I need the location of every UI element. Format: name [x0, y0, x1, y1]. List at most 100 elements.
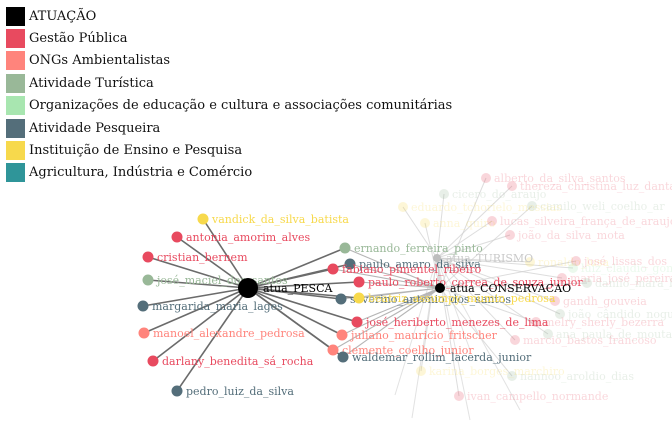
faded-node-label: cicero_do_araujo [452, 188, 547, 201]
legend-item: Gestão Pública [6, 27, 452, 49]
node-label: vandick_da_silva_batista [211, 213, 349, 226]
faded-node-dot [525, 257, 535, 267]
faded-node[interactable]: anna_quiro [420, 217, 496, 230]
node-label: clemente_coelho_junior [342, 344, 474, 357]
faded-node-dot [505, 230, 515, 240]
faded-node-label: eduardo_tchorielo_messias [411, 201, 562, 214]
node-dot [142, 274, 154, 286]
graph-node[interactable]: antonia_amorim_alves [171, 231, 311, 244]
faded-node[interactable]: luiz_claudio_gon [568, 262, 672, 275]
faded-node[interactable]: nannoo_aroldio_dias [507, 370, 634, 383]
graph-node[interactable]: pedro_luiz_da_silva [171, 385, 295, 398]
faded-edge [394, 257, 438, 396]
node-label: manoel_alexandre_pedrosa [153, 327, 305, 340]
node-label: ernando_ferreira_pinto [354, 242, 483, 255]
faded-node[interactable]: ronaldo_lusa [525, 256, 609, 269]
hub-node[interactable]: atua_PESCA [238, 278, 334, 298]
faded-node[interactable]: cicero_do_araujo [439, 188, 547, 201]
edge [247, 287, 343, 336]
faded-edge [436, 257, 471, 351]
legend-item: Organizações de educação e cultura e ass… [6, 95, 452, 117]
graph-node[interactable]: juliano_mauricio_fritscher [336, 329, 498, 342]
graph-node[interactable]: josé_heriberto_menezes_de_lima [351, 316, 549, 329]
faded-edge [436, 234, 511, 259]
faded-node-label: maria_josé_pereira_de [570, 272, 672, 285]
graph-node[interactable]: margarida_maria_lages [137, 300, 284, 313]
faded-node-label: karina_borges_marchiro [429, 365, 565, 378]
faded-edge [436, 257, 441, 289]
graph-node[interactable]: severino_antonio_dos_santos [335, 293, 512, 306]
faded-node-dot [416, 366, 426, 376]
faded-node[interactable]: ivan_campello_normande [454, 390, 608, 403]
faded-node-dot [527, 201, 537, 211]
faded-node-label: danilo_mara_bezerra [595, 277, 672, 290]
faded-node-label: lucas_silveira_frança_de_araujo [500, 215, 672, 228]
faded-edge [436, 257, 561, 315]
faded-node[interactable]: gandh_gouveia [550, 295, 647, 308]
hub-node[interactable]: atua_CONSERVACAO [435, 282, 571, 295]
edge [143, 287, 249, 334]
faded-edge [436, 257, 549, 335]
faded-node[interactable]: eduardo_tchorielo_messias [398, 201, 562, 214]
graph-node[interactable]: ernando_ferreira_pinto [339, 242, 484, 255]
faded-node[interactable]: marcio_bastos_francoso [510, 334, 657, 347]
faded-node-dot [398, 202, 408, 212]
faded-node-dot [543, 329, 553, 339]
graph-node[interactable]: beatriz_assumpy_mumin_pedrosa [353, 292, 556, 305]
faded-node[interactable]: joão_da_silva_mota [505, 229, 625, 242]
legend-swatch [6, 141, 25, 161]
faded-node-dot [555, 309, 565, 319]
legend-label: ATUAÇÃO [29, 8, 97, 24]
faded-node-label: joão_cândido_nogueira [566, 308, 672, 321]
edge [344, 247, 441, 289]
faded-edge [436, 193, 445, 259]
hub-node[interactable]: atua_TURISMO [433, 252, 533, 265]
edge [358, 281, 441, 289]
node-dot [353, 292, 365, 304]
faded-node-label: anna_quiro [433, 217, 496, 230]
graph-node[interactable]: vandick_da_silva_batista [197, 213, 350, 226]
node-dot [336, 329, 348, 341]
faded-node[interactable]: lucas_silveira_frança_de_araujo [487, 215, 672, 228]
node-dot [171, 231, 183, 243]
faded-node-dot [439, 189, 449, 199]
faded-node[interactable]: ana_paula_de_mouta_sa [543, 328, 672, 341]
faded-node[interactable]: camilo_weli_coelho_ar [527, 200, 665, 213]
edge [332, 268, 441, 289]
faded-node[interactable]: josé_lissas_dos [571, 255, 667, 268]
faded-node-label: camilo_weli_coelho_ar [540, 200, 665, 213]
faded-node[interactable]: thereza_christina_luz_dantas [507, 180, 672, 193]
edge [342, 287, 441, 358]
legend-swatch [6, 6, 25, 26]
graph-node[interactable]: paulo_amaro_da_silva [344, 258, 482, 271]
faded-node[interactable]: maria_josé_pereira_de [557, 272, 672, 285]
legend-item: Instituição de Ensino e Pesquisa [6, 139, 452, 161]
hub-label: atua_CONSERVACAO [450, 282, 571, 295]
faded-node[interactable]: alberto_da_silva_santos [481, 172, 626, 185]
edge [147, 279, 249, 289]
faded-edge [436, 220, 493, 259]
faded-node-label: ana_paula_de_mouta_sa [556, 328, 672, 341]
graph-node[interactable]: darlany_benedita_sá_rocha [147, 355, 314, 368]
graph-node[interactable]: clemente_coelho_junior [327, 344, 475, 357]
node-dot [142, 251, 154, 263]
legend-swatch [6, 118, 25, 138]
faded-edge [436, 257, 556, 302]
faded-node[interactable]: karina_borges_marchiro [416, 365, 565, 378]
graph-node[interactable]: waldemar_rollim_lacerda_junior [337, 351, 532, 364]
faded-edge [439, 287, 513, 377]
graph-node[interactable]: fabiano_pimentel_ribeiro [327, 263, 482, 276]
faded-edge [439, 205, 533, 289]
graph-node[interactable]: cristian_bernem [142, 251, 249, 264]
faded-node-dot [507, 181, 517, 191]
faded-node[interactable]: joão_cândido_nogueira [555, 308, 672, 321]
edge [176, 236, 249, 289]
faded-node-dot [420, 218, 430, 228]
faded-node[interactable]: danilo_mara_bezerra [582, 277, 672, 290]
node-dot [344, 258, 356, 270]
faded-node[interactable]: melry_sherly_bezerra [531, 316, 665, 329]
graph-node[interactable]: paulo_roberto_correa_de_souza_junior [353, 276, 584, 289]
graph-node[interactable]: manoel_alexandre_pedrosa [138, 327, 306, 340]
edge [247, 268, 334, 289]
